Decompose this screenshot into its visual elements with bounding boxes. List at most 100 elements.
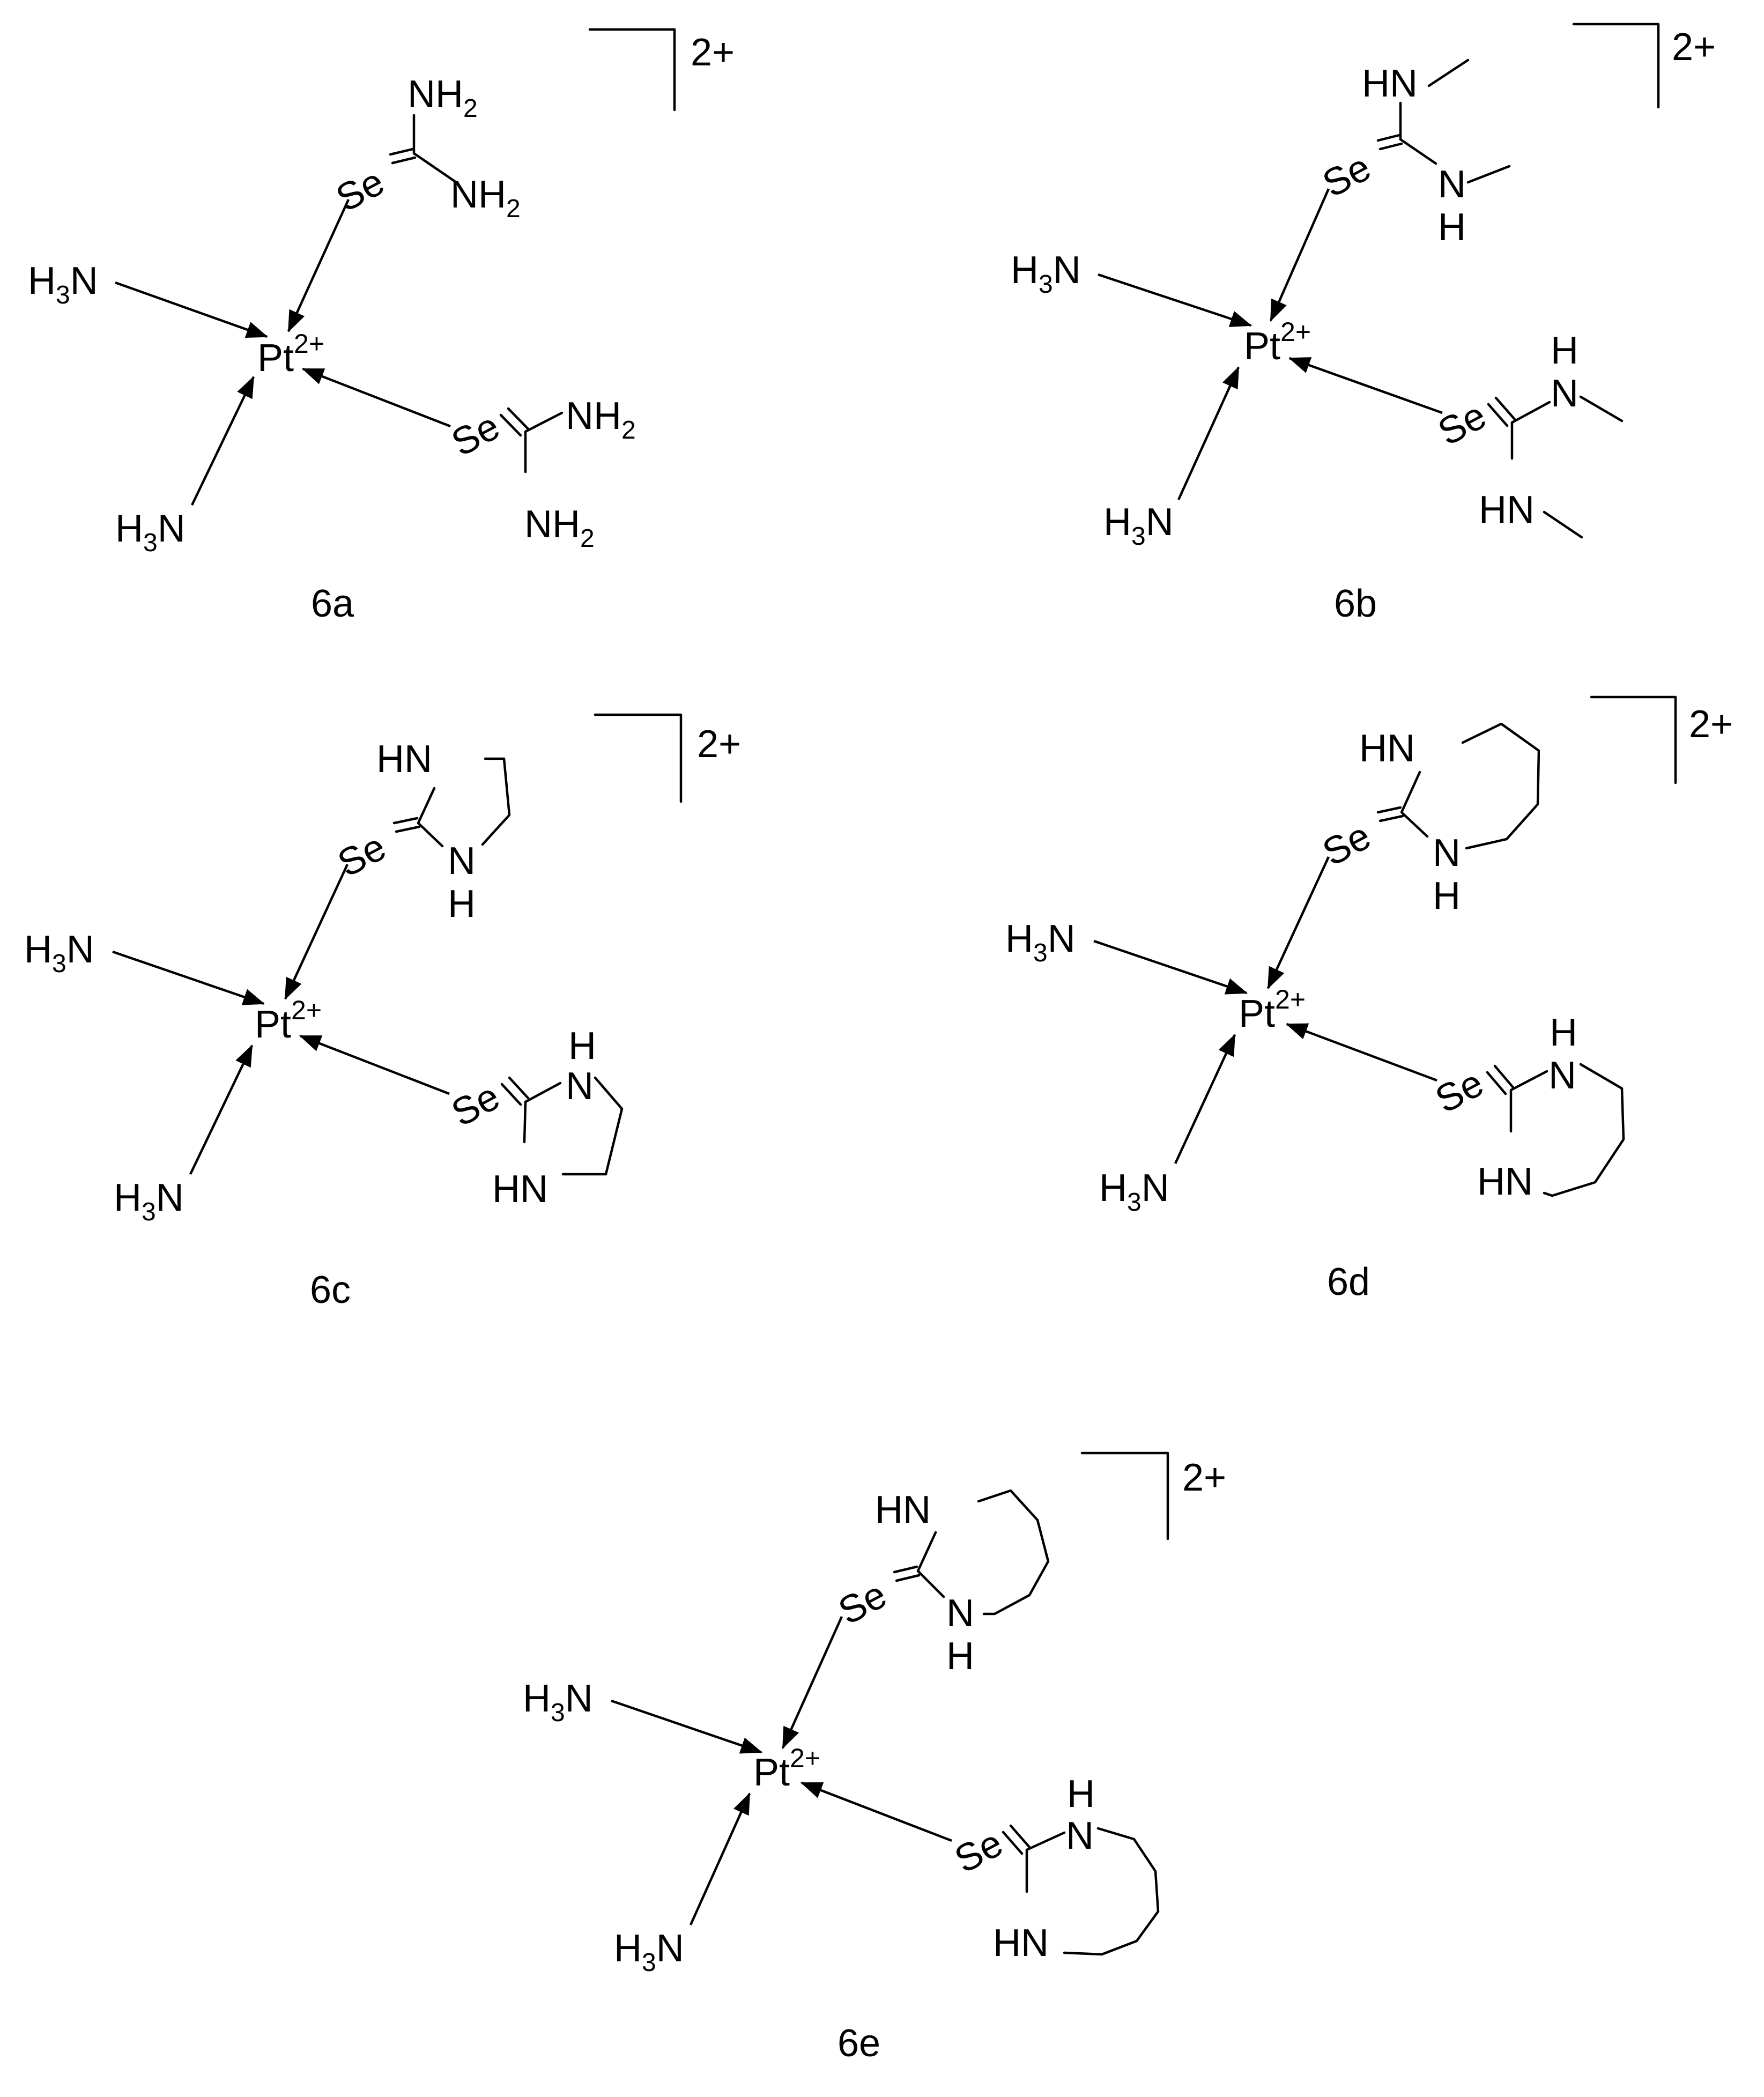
amine-lower-top: N bbox=[1551, 372, 1578, 415]
double-bond bbox=[395, 825, 421, 833]
selenium-lower: Se bbox=[1428, 1062, 1490, 1122]
selenium-upper: Se bbox=[331, 825, 392, 885]
coord-bond-arrow bbox=[800, 1781, 952, 1842]
hydrogen-lower-top: H bbox=[1551, 329, 1578, 372]
selenium-lower: Se bbox=[444, 1075, 506, 1135]
charge-bracket bbox=[1572, 23, 1660, 109]
ring-bonds bbox=[1025, 1827, 1160, 1956]
coord-bond-arrow bbox=[781, 1616, 843, 1750]
coord-bond-arrow bbox=[1269, 188, 1330, 322]
double-bond bbox=[895, 1574, 921, 1582]
amine-upper-HN: HN bbox=[1359, 727, 1415, 770]
charge-bracket bbox=[594, 713, 683, 803]
bond bbox=[412, 152, 456, 183]
coord-bond-arrow bbox=[1174, 1033, 1236, 1164]
amine-upper-N: N bbox=[946, 1592, 974, 1635]
double-bond bbox=[1376, 806, 1402, 814]
methyl-bond bbox=[1427, 58, 1470, 87]
amine-lower-N: N bbox=[566, 1065, 594, 1108]
amine-lower-2: NH2 bbox=[524, 503, 595, 553]
amine-upper-2: NH2 bbox=[450, 173, 521, 223]
hydrogen-upper: H bbox=[448, 883, 476, 925]
coord-bond-arrow bbox=[301, 367, 451, 428]
platinum-center: Pt2+ bbox=[1239, 984, 1306, 1035]
methyl-bond bbox=[1543, 510, 1583, 539]
ammine-lower: H3N bbox=[115, 507, 186, 557]
selenium-upper: Se bbox=[329, 160, 391, 220]
hydrogen-upper-bottom: H bbox=[1438, 206, 1466, 249]
compound-label: 6a bbox=[311, 582, 354, 625]
hydrogen-upper: H bbox=[1433, 875, 1461, 917]
charge-bracket bbox=[1590, 695, 1677, 784]
ring-bonds bbox=[523, 1076, 624, 1176]
hydrogen-upper: H bbox=[946, 1635, 974, 1678]
hydrogen-lower: H bbox=[568, 1025, 596, 1068]
complex-6a: 2+ Pt2+ H3N H3N Se NH2 NH2 Se NH2 NH2 6a bbox=[28, 28, 735, 625]
ammine-upper: H3N bbox=[24, 928, 94, 978]
charge-label: 2+ bbox=[691, 31, 735, 74]
complex-6b: 2+ Pt2+ H3N H3N Se HN N H Se H N HN 6b bbox=[1011, 23, 1716, 625]
amine-lower-N: N bbox=[1066, 1814, 1094, 1857]
coord-bond-arrow bbox=[1288, 357, 1443, 414]
ring-bonds bbox=[916, 1489, 1050, 1616]
coord-bond-arrow bbox=[287, 199, 350, 333]
bond bbox=[1399, 138, 1437, 165]
hydrogen-lower: H bbox=[1550, 1011, 1577, 1054]
amine-lower-N: N bbox=[1548, 1054, 1576, 1097]
coord-bond-arrow bbox=[190, 375, 255, 506]
platinum-center: Pt2+ bbox=[1244, 317, 1311, 368]
ammine-lower: H3N bbox=[1099, 1167, 1169, 1217]
methyl-bond bbox=[1466, 165, 1511, 184]
double-bond bbox=[389, 147, 414, 156]
ammine-lower: H3N bbox=[1103, 501, 1174, 551]
coord-bond-arrow bbox=[299, 1034, 450, 1095]
double-bond bbox=[1009, 1824, 1031, 1849]
charge-bracket bbox=[1080, 1451, 1169, 1540]
ammine-lower: H3N bbox=[614, 1927, 684, 1977]
double-bond bbox=[1493, 1064, 1515, 1089]
ring-bonds bbox=[417, 757, 511, 848]
coord-bond-arrow bbox=[1093, 939, 1248, 995]
compound-label: 6e bbox=[837, 2022, 880, 2065]
charge-label: 2+ bbox=[1672, 26, 1716, 69]
selenium-lower: Se bbox=[948, 1821, 1010, 1881]
amine-upper-top: HN bbox=[1362, 62, 1418, 105]
double-bond bbox=[499, 413, 522, 437]
coord-bond-arrow bbox=[611, 1699, 763, 1754]
bond bbox=[524, 411, 564, 433]
double-bond bbox=[1378, 142, 1403, 151]
ammine-lower: H3N bbox=[114, 1176, 184, 1226]
platinum-center: Pt2+ bbox=[255, 995, 322, 1046]
double-bond bbox=[391, 156, 417, 165]
double-bond bbox=[500, 1083, 522, 1106]
coord-bond-arrow bbox=[284, 864, 349, 1001]
complex-6e: 2+ Pt2+ H3N H3N Se HN N H Se H N HN 6e bbox=[523, 1451, 1226, 2065]
amine-lower-bottom: HN bbox=[1479, 488, 1535, 531]
compound-label: 6d bbox=[1327, 1261, 1370, 1303]
coord-bond-arrow bbox=[689, 1792, 751, 1925]
selenium-lower: Se bbox=[1431, 394, 1493, 454]
ammine-upper: H3N bbox=[1011, 249, 1081, 299]
double-bond bbox=[1494, 396, 1516, 421]
double-bond bbox=[1002, 1831, 1024, 1855]
amine-upper-N: N bbox=[448, 840, 476, 883]
ammine-upper: H3N bbox=[1005, 917, 1076, 967]
coord-bond-arrow bbox=[1098, 273, 1252, 327]
bond bbox=[1510, 401, 1551, 424]
ammine-upper: H3N bbox=[523, 1677, 593, 1727]
compound-label: 6c bbox=[310, 1269, 351, 1311]
selenium-lower: Se bbox=[444, 405, 506, 465]
coord-bond-arrow bbox=[1177, 366, 1240, 500]
selenium-upper: Se bbox=[832, 1573, 893, 1633]
double-bond bbox=[1487, 403, 1509, 427]
charge-label: 2+ bbox=[697, 723, 741, 766]
coord-bond-arrow bbox=[112, 950, 265, 1005]
double-bond bbox=[392, 817, 419, 825]
amine-upper-N: N bbox=[1433, 832, 1461, 875]
ring-bonds bbox=[1400, 722, 1540, 850]
coord-bond-arrow bbox=[115, 281, 269, 338]
amine-lower-1: NH2 bbox=[566, 395, 636, 444]
amine-upper-HN: HN bbox=[875, 1488, 931, 1531]
coord-bond-arrow bbox=[1266, 856, 1330, 990]
